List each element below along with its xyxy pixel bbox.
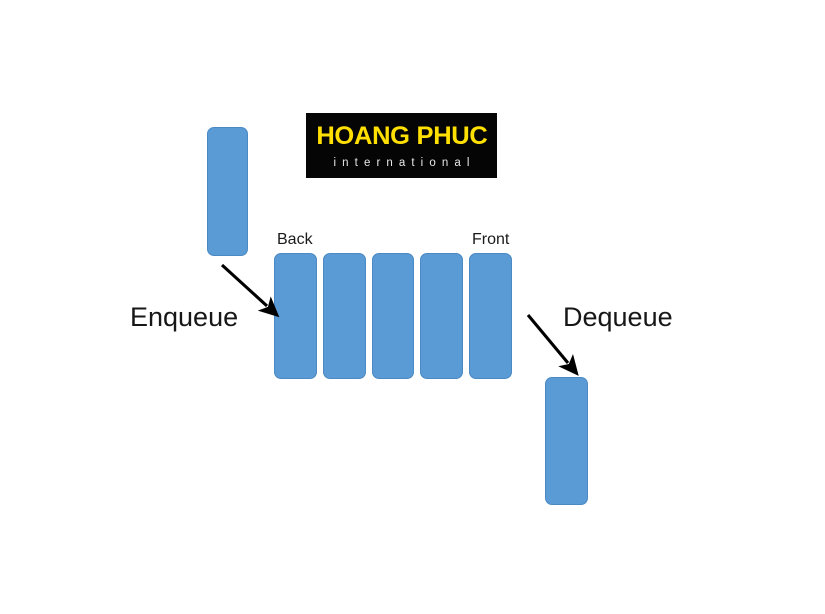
logo-title: HOANG PHUC xyxy=(315,121,488,150)
incoming-queue-element xyxy=(207,127,248,256)
logo-subtitle: international xyxy=(333,156,476,169)
front-label: Front xyxy=(472,231,510,248)
queue-cell xyxy=(420,253,464,379)
queue-cell xyxy=(274,253,317,379)
queue-cell xyxy=(322,253,366,379)
enqueue-arrow-icon xyxy=(220,263,280,318)
back-label: Back xyxy=(277,231,313,248)
queue-cell xyxy=(469,253,512,379)
outgoing-queue-element xyxy=(545,377,588,505)
enqueue-label: Enqueue xyxy=(130,302,239,332)
hoang-phuc-logo: HOANG PHUC international xyxy=(306,113,497,178)
queue-container xyxy=(274,253,512,379)
dequeue-arrow-icon xyxy=(526,314,579,376)
dequeue-label: Dequeue xyxy=(563,302,673,332)
queue-cell xyxy=(371,253,415,379)
